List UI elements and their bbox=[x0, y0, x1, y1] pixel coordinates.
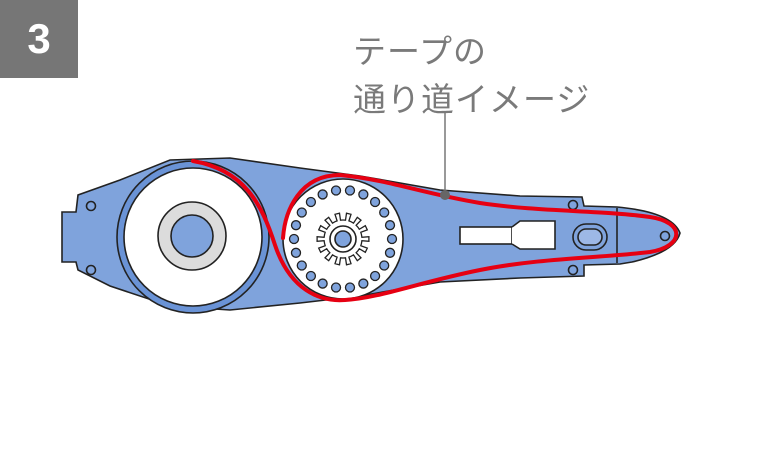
tape-path bbox=[191, 159, 679, 303]
disc-holes bbox=[288, 185, 398, 293]
tape-path-annotation: テープの 通り道イメージ bbox=[353, 28, 590, 124]
leader-dot bbox=[440, 190, 450, 200]
disc-hole bbox=[384, 220, 396, 231]
screw-hole bbox=[659, 230, 671, 242]
disc-hole bbox=[317, 278, 328, 289]
disc-hole bbox=[384, 247, 396, 258]
disc-hole bbox=[330, 282, 342, 293]
disc-hole bbox=[344, 282, 356, 293]
disc-hole bbox=[330, 185, 342, 196]
slot bbox=[459, 226, 513, 245]
disc-hole bbox=[386, 233, 398, 245]
disc-hole bbox=[296, 207, 307, 218]
disc-hole bbox=[344, 185, 356, 196]
disc-hole bbox=[290, 220, 302, 231]
disc-hole bbox=[305, 270, 317, 282]
disc-hole bbox=[369, 196, 381, 208]
disc-hole bbox=[358, 278, 369, 289]
screw-hole bbox=[567, 199, 579, 211]
disc-hole bbox=[296, 260, 307, 271]
step-number-badge: 3 bbox=[0, 0, 78, 78]
disc-hole bbox=[358, 189, 369, 200]
step-number: 3 bbox=[27, 15, 51, 62]
annotation-line-2: 通り道イメージ bbox=[353, 80, 591, 119]
screw-hole bbox=[567, 264, 579, 276]
disc-hole bbox=[379, 207, 390, 218]
screw-hole bbox=[85, 200, 97, 212]
reel-hub bbox=[170, 214, 214, 258]
disc-hole bbox=[317, 189, 328, 200]
disc-hole bbox=[379, 260, 390, 271]
annotation-line-1: テープの bbox=[353, 32, 488, 71]
disc-hole bbox=[305, 196, 317, 208]
disc-hole bbox=[288, 233, 300, 245]
disc-hole bbox=[290, 247, 302, 258]
disc-hole bbox=[369, 270, 381, 282]
screw-hole bbox=[85, 264, 97, 276]
